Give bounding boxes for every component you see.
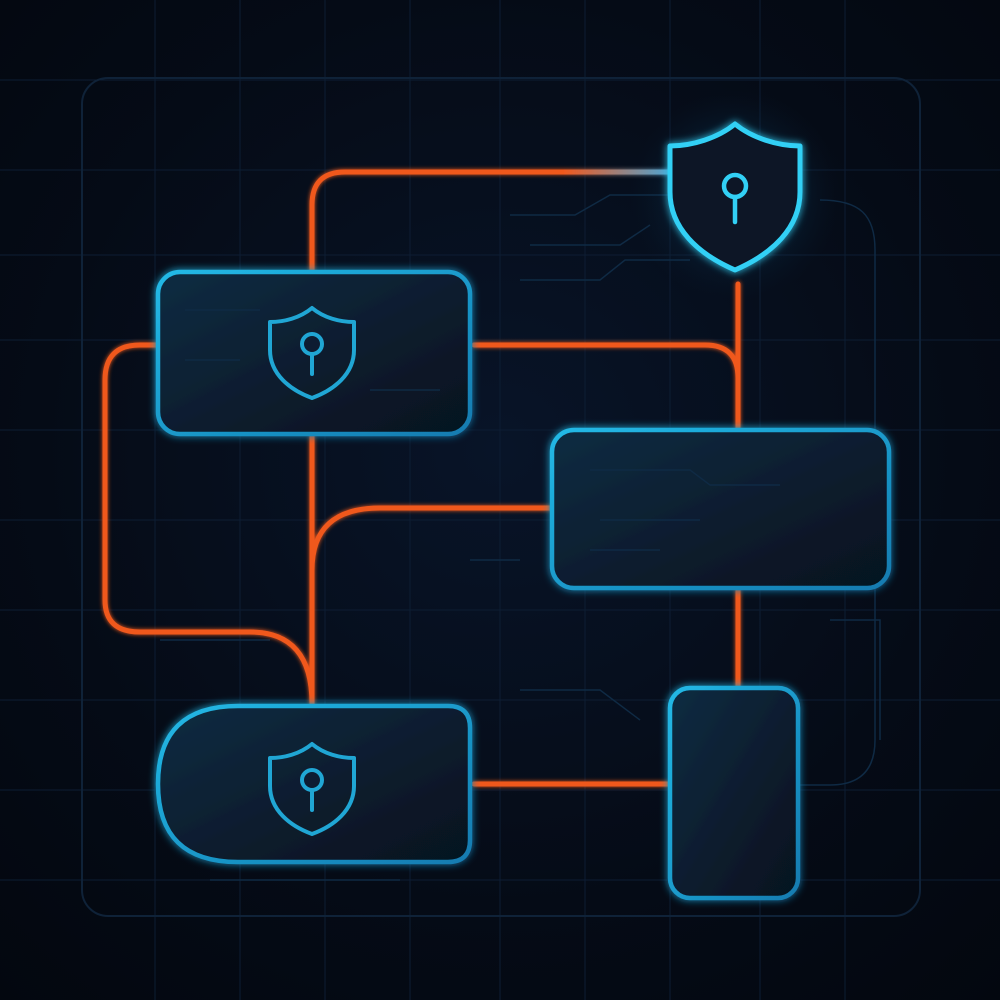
connector-node-c-node-b — [309, 505, 555, 573]
connector-left-loop — [102, 342, 315, 707]
node-a[interactable] — [155, 269, 473, 437]
top-shield-node[interactable] — [667, 121, 803, 273]
node-b[interactable] — [549, 427, 892, 591]
node-d[interactable] — [667, 685, 801, 901]
node-c[interactable] — [155, 703, 473, 865]
connector-lines — [102, 169, 741, 787]
outer-panel — [81, 77, 921, 917]
connector-node-a-node-b — [471, 342, 741, 431]
connector-node-a-top-shield — [309, 169, 675, 275]
